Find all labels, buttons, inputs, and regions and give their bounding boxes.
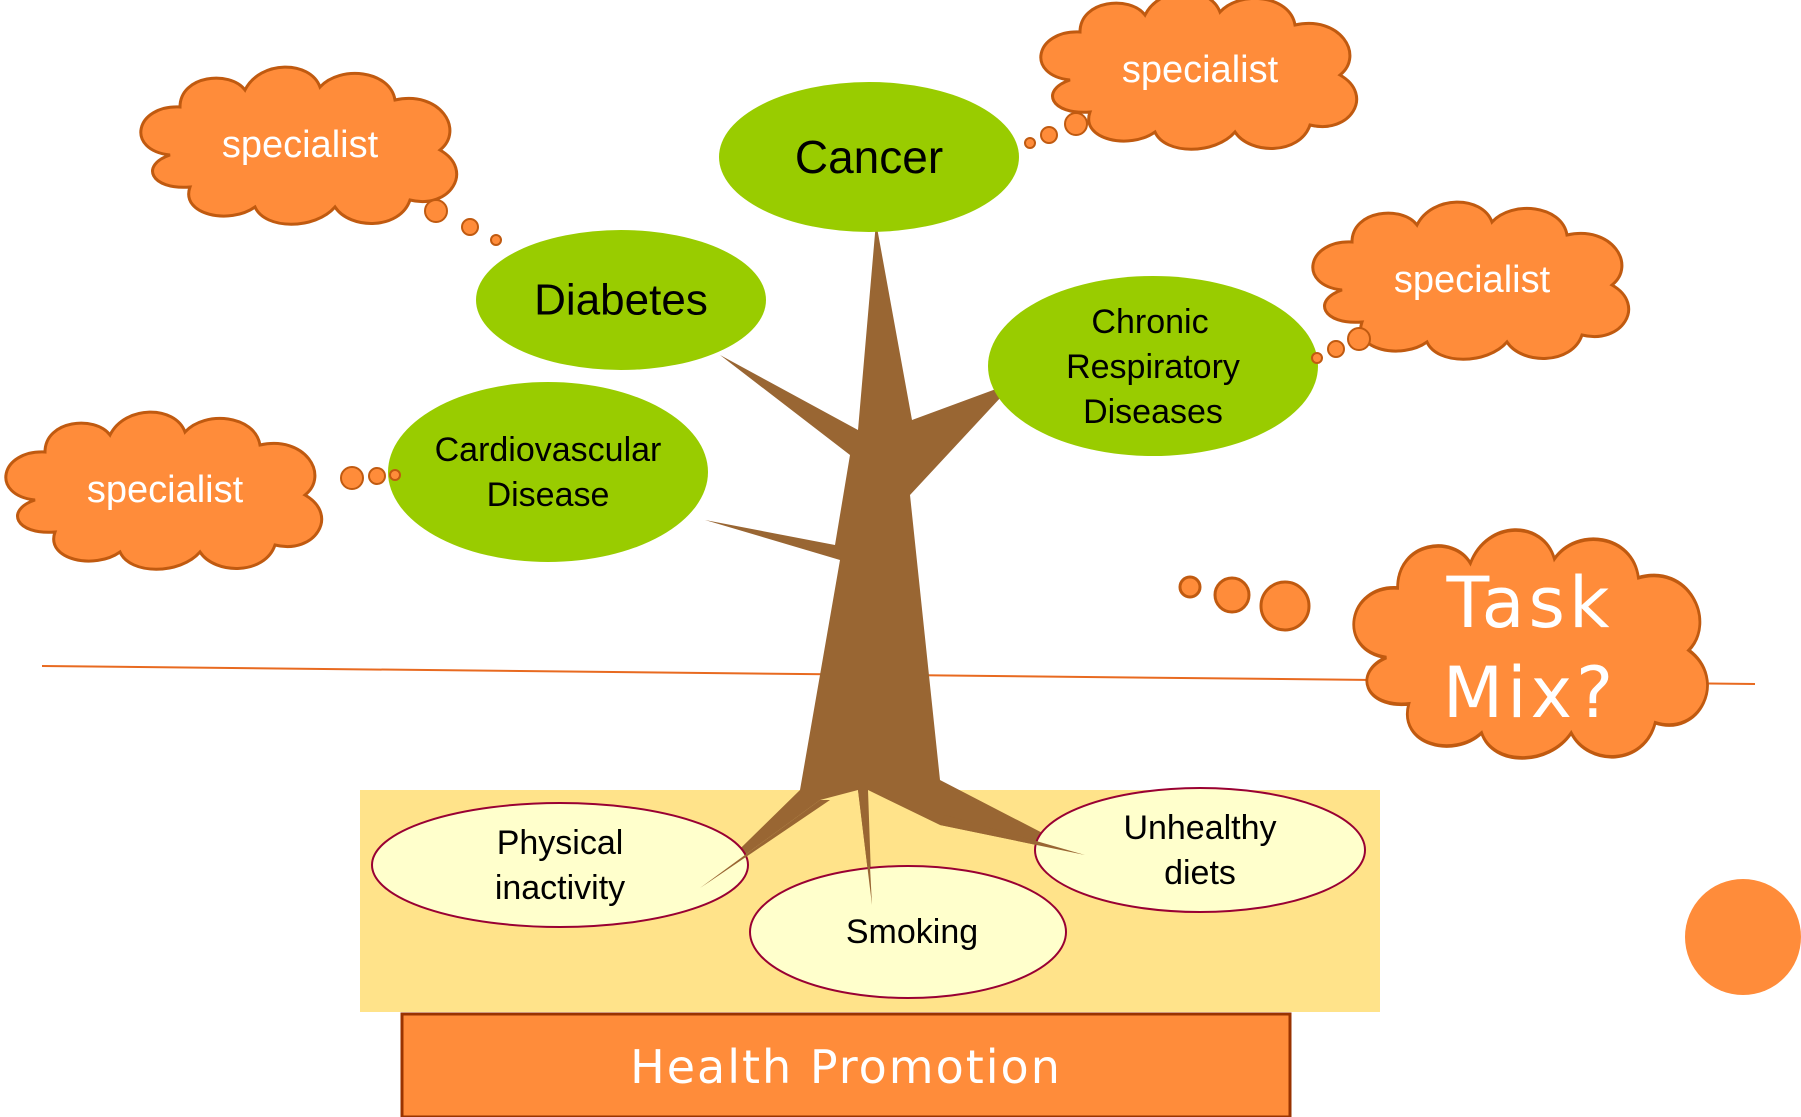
physical-inactivity-line2: inactivity <box>495 869 625 907</box>
diabetes-leaf: Diabetes <box>476 230 766 370</box>
specialist-cloud-respiratory: specialist <box>1311 200 1631 364</box>
cardiovascular-label-line2: Disease <box>487 476 610 514</box>
task-mix-line2: Mix? <box>1443 652 1617 734</box>
specialist-cloud-diabetes: specialist <box>139 65 502 246</box>
thought-dots-cardiovascular <box>340 466 401 490</box>
respiratory-leaf: Chronic Respiratory Diseases <box>988 276 1318 456</box>
specialist-cloud-cancer: specialist <box>1024 0 1359 151</box>
respiratory-label-line2: Respiratory <box>1066 348 1240 386</box>
thought-dots-cancer <box>1024 112 1088 149</box>
thought-dots-task-mix <box>1178 575 1311 632</box>
unhealthy-diets-line2: diets <box>1164 854 1236 892</box>
root-physical-inactivity: Physical inactivity <box>371 802 749 928</box>
respiratory-label-line1: Chronic <box>1091 303 1208 341</box>
tree-trunk <box>700 222 1085 905</box>
decorative-circle <box>1685 879 1801 995</box>
specialist-label-respiratory: specialist <box>1394 259 1551 301</box>
root-smoking: Smoking <box>749 865 1067 999</box>
health-promotion-label: Health Promotion <box>630 1040 1062 1094</box>
diabetes-label: Diabetes <box>534 276 708 325</box>
unhealthy-diets-line1: Unhealthy <box>1123 809 1276 847</box>
physical-inactivity-line1: Physical <box>497 824 624 862</box>
thought-dots-diabetes <box>424 199 502 246</box>
task-mix-cloud: Task Mix? <box>1178 528 1710 760</box>
cancer-leaf: Cancer <box>719 82 1019 232</box>
health-promotion-base: Health Promotion <box>400 1012 1292 1117</box>
specialist-label-diabetes: specialist <box>222 124 379 166</box>
respiratory-label-line3: Diseases <box>1083 393 1223 431</box>
specialist-label-cancer: specialist <box>1122 49 1279 91</box>
thought-dots-respiratory <box>1311 327 1371 364</box>
task-mix-line1: Task <box>1445 562 1613 644</box>
root-unhealthy-diets: Unhealthy diets <box>1034 787 1366 913</box>
cardiovascular-leaf: Cardiovascular Disease <box>388 382 708 562</box>
tree-roots <box>700 790 1085 905</box>
specialist-cloud-cardiovascular: specialist <box>4 410 401 571</box>
smoking-label: Smoking <box>846 913 978 951</box>
cancer-label: Cancer <box>795 131 943 183</box>
cardiovascular-label-line1: Cardiovascular <box>435 431 662 469</box>
specialist-label-cardiovascular: specialist <box>87 469 244 511</box>
